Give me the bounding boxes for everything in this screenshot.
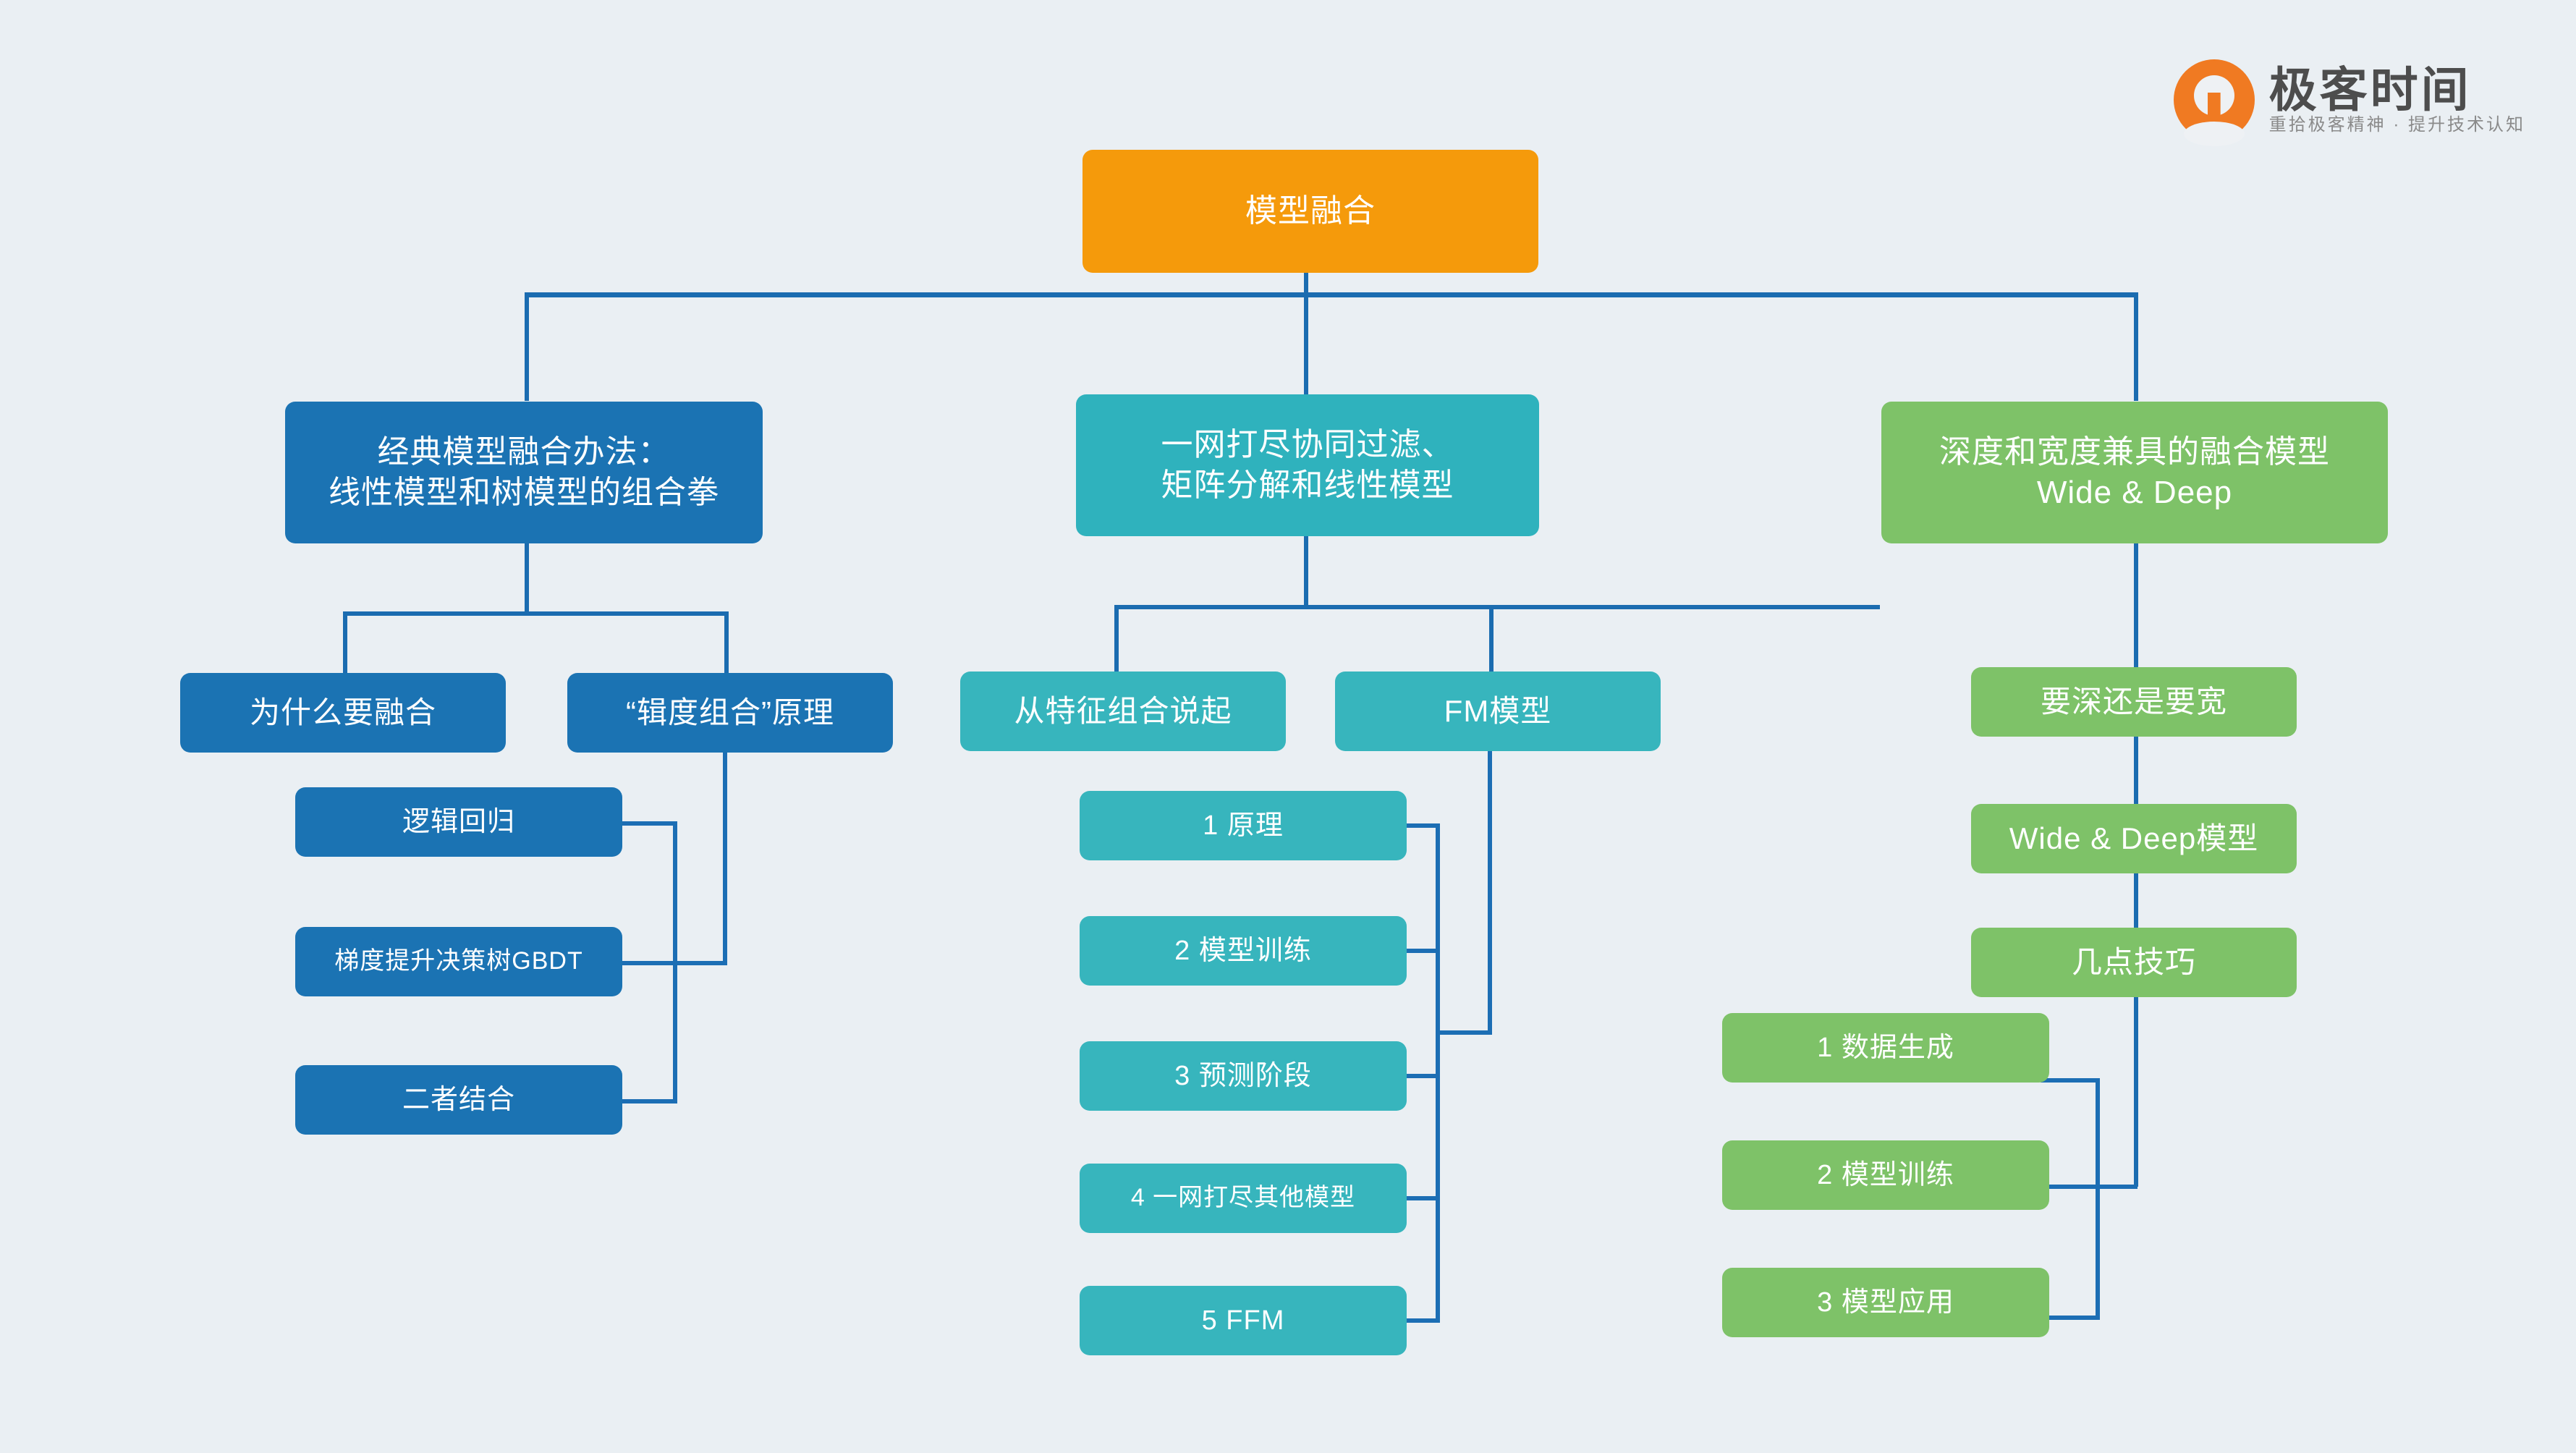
- connector-green-sub-spine: [2096, 1078, 2100, 1320]
- connector-teal-to-child-1: [1114, 605, 1119, 674]
- connector-blue-sub-riser: [723, 727, 727, 965]
- connector-root-to-branch-1: [525, 292, 529, 401]
- connector-teal-horizontal: [1114, 605, 1880, 609]
- connector-blue-trunk: [525, 543, 529, 614]
- node-feature-combination[interactable]: 从特征组合说起: [960, 672, 1286, 751]
- connector-teal-to-child-2: [1489, 605, 1494, 674]
- connector-teal-sub-5: [1382, 1318, 1440, 1323]
- node-fm-training[interactable]: 2 模型训练: [1080, 916, 1407, 986]
- connector-blue-sub-2: [619, 961, 677, 965]
- node-branch-classic-fusion[interactable]: 经典模型融合办法： 线性模型和树模型的组合拳: [285, 402, 763, 543]
- node-fm-prediction[interactable]: 3 预测阶段: [1080, 1041, 1407, 1111]
- node-combine-both[interactable]: 二者结合: [295, 1065, 622, 1135]
- connector-teal-sub-4: [1382, 1196, 1440, 1200]
- connector-teal-sub-join: [1436, 1030, 1492, 1035]
- brand-logo: 极客时间 重拾极客精神 · 提升技术认知: [2173, 59, 2525, 146]
- connector-root-trunk: [1304, 272, 1308, 295]
- node-model-application[interactable]: 3 模型应用: [1722, 1268, 2049, 1337]
- node-why-fusion[interactable]: 为什么要融合: [180, 673, 506, 753]
- connector-blue-sub-join: [673, 961, 727, 965]
- connector-teal-trunk: [1304, 535, 1308, 606]
- connector-blue-to-child-2: [724, 611, 729, 677]
- connector-teal-sub-riser: [1488, 724, 1492, 1035]
- logo-tagline: 重拾极客精神 · 提升技术认知: [2268, 115, 2525, 135]
- connector-teal-sub-spine: [1436, 823, 1440, 1320]
- geektime-logo-icon: [2173, 59, 2255, 146]
- node-branch-cf-mf-linear[interactable]: 一网打尽协同过滤、 矩阵分解和线性模型: [1076, 394, 1539, 536]
- connector-teal-sub-2: [1382, 949, 1440, 953]
- node-logic-combination-principle[interactable]: “辑度组合”原理: [567, 673, 893, 753]
- connector-blue-sub-3: [619, 1099, 677, 1103]
- node-branch-wide-and-deep[interactable]: 深度和宽度兼具的融合模型 Wide & Deep: [1881, 402, 2388, 543]
- connector-teal-sub-3: [1382, 1074, 1440, 1078]
- connector-green-sub-3: [2041, 1316, 2098, 1320]
- logo-brand-text: 极客时间: [2268, 63, 2472, 117]
- node-some-tips[interactable]: 几点技巧: [1971, 928, 2297, 997]
- node-fm-principle[interactable]: 1 原理: [1080, 791, 1407, 860]
- connector-green-sub-1: [2041, 1078, 2098, 1083]
- node-wd-training[interactable]: 2 模型训练: [1722, 1140, 2049, 1210]
- connector-blue-to-child-1: [343, 611, 347, 677]
- connector-green-sub-join: [2096, 1185, 2138, 1189]
- node-data-generation[interactable]: 1 数据生成: [1722, 1013, 2049, 1083]
- node-ffm[interactable]: 5 FFM: [1080, 1286, 1407, 1355]
- node-fm-other-models[interactable]: 4 一网打尽其他模型: [1080, 1164, 1407, 1233]
- node-logistic-regression[interactable]: 逻辑回归: [295, 787, 622, 857]
- connector-root-horizontal: [525, 292, 2138, 297]
- node-fm-model[interactable]: FM模型: [1335, 672, 1661, 751]
- node-gbdt[interactable]: 梯度提升决策树GBDT: [295, 927, 622, 996]
- connector-green-sub-2: [2041, 1185, 2098, 1189]
- connector-root-to-branch-2: [1304, 292, 1308, 401]
- connector-teal-sub-1: [1382, 823, 1440, 828]
- node-root[interactable]: 模型融合: [1082, 150, 1538, 273]
- connector-blue-sub-1: [619, 821, 677, 826]
- connector-blue-horizontal: [343, 611, 729, 616]
- node-deep-or-wide[interactable]: 要深还是要宽: [1971, 667, 2297, 737]
- node-wide-deep-model[interactable]: Wide & Deep模型: [1971, 804, 2297, 873]
- connector-root-to-branch-3: [2134, 292, 2138, 401]
